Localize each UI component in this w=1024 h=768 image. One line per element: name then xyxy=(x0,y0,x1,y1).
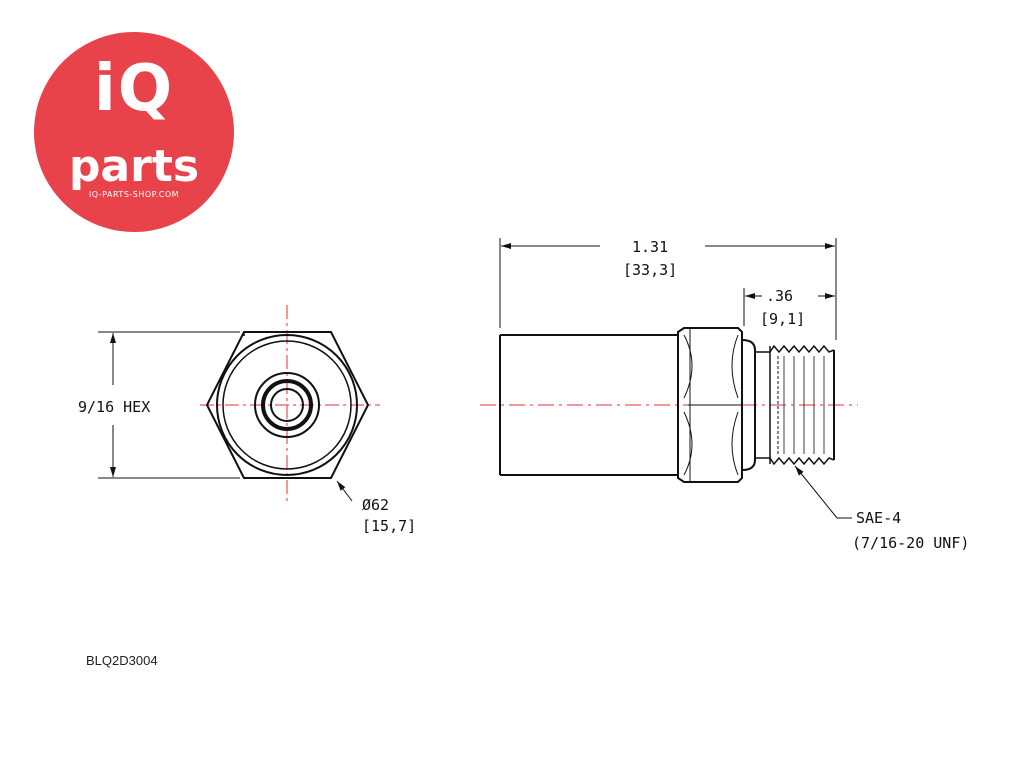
bore-ring xyxy=(261,379,313,431)
bore-outer xyxy=(254,372,320,438)
diameter-leader xyxy=(336,480,353,502)
outer-circle xyxy=(216,334,358,476)
bore-inner xyxy=(270,388,304,422)
logo-brand-bottom: parts xyxy=(68,141,200,192)
length-label: 1.31 xyxy=(632,238,668,256)
body-cylinder xyxy=(499,334,678,476)
side-view: 1.31 [33,3] .36 [9,1] SAE-4 (7/16-20 UNF… xyxy=(480,238,969,552)
diameter-metric: [15,7] xyxy=(362,517,416,535)
thread-length-metric: [9,1] xyxy=(760,310,805,328)
hex-section xyxy=(677,327,743,483)
thread-length-label: .36 xyxy=(766,287,793,305)
threaded-end xyxy=(769,344,835,466)
front-view: 9/16 HEX Ø62 [15,7] xyxy=(78,305,416,535)
iq-parts-logo: iQ parts IQ-PARTS-SHOP.COM xyxy=(34,32,234,232)
outer-circle-inner xyxy=(222,340,352,470)
hex-outline xyxy=(205,331,370,479)
logo-brand-top: iQ xyxy=(93,52,175,126)
logo-url: IQ-PARTS-SHOP.COM xyxy=(88,190,180,199)
hex-label: 9/16 HEX xyxy=(78,398,150,416)
diameter-label: Ø62 xyxy=(362,496,389,514)
part-code: BLQ2D3004 xyxy=(86,653,158,668)
thread-label: SAE-4 xyxy=(856,509,901,527)
thread-leader xyxy=(794,465,852,519)
length-metric: [33,3] xyxy=(623,261,677,279)
thread-spec: (7/16-20 UNF) xyxy=(852,534,969,552)
collar xyxy=(741,339,756,471)
